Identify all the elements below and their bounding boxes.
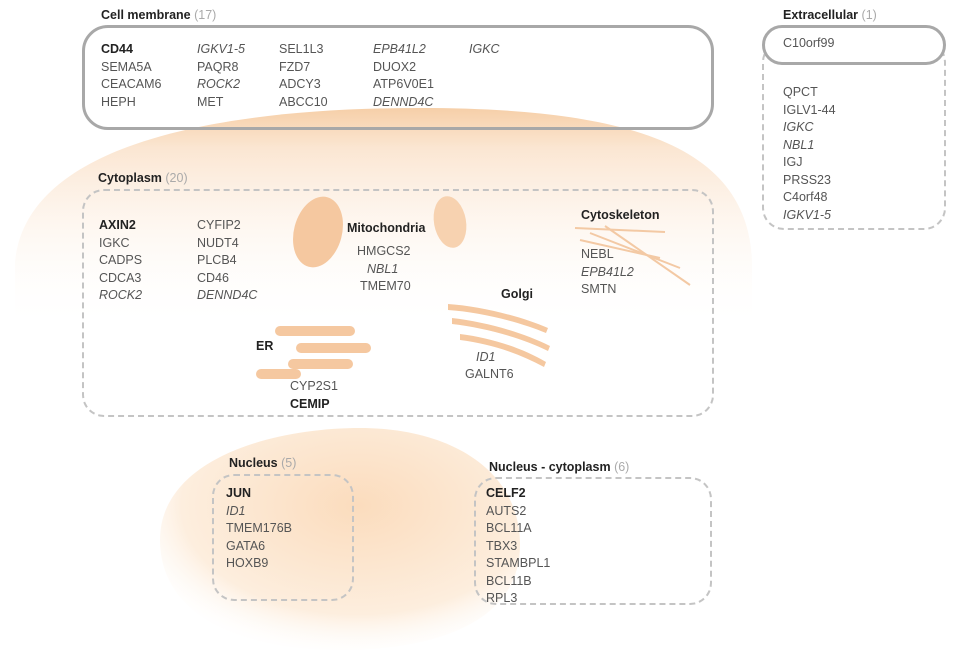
nucleus-cytoplasm-list: CELF2 AUTS2 BCL11A TBX3 STAMBPL1 BCL11B … <box>486 485 550 608</box>
gene-label: SEL1L3 <box>279 42 324 56</box>
gene-label: IGKC <box>469 42 500 56</box>
gene-label: SMTN <box>581 282 617 296</box>
er-list: CYP2S1 CEMIP <box>290 378 338 413</box>
er-title: ER <box>256 339 274 353</box>
extracellular-box <box>762 25 946 65</box>
gene-label: RPL3 <box>486 591 518 605</box>
gene-label: NEBL <box>581 247 614 261</box>
cytoskeleton-list: NEBL EPB41L2 SMTN <box>581 246 634 299</box>
gene-label: GATA6 <box>226 538 266 553</box>
cytoplasm-title: Cytoplasm (20) <box>98 171 188 185</box>
gene-label: CEACAM6 <box>101 77 162 91</box>
nucleus-cytoplasm-box <box>474 477 712 605</box>
gene-label: GALNT6 <box>465 367 514 381</box>
gene-label: QPCT <box>783 85 818 99</box>
gene-label: NBL1 <box>783 137 815 152</box>
gene-label: BCL11A <box>486 521 532 535</box>
gene-label: DENND4C <box>373 94 434 109</box>
golgi-shape <box>448 304 550 367</box>
gene-label: AUTS2 <box>486 503 527 518</box>
gene-label: IGKC <box>99 235 130 250</box>
gene-label: CADPS <box>99 253 143 267</box>
mitochondrion-shape <box>433 196 467 248</box>
gene-label: JUN <box>226 486 252 500</box>
gene-label: ABCC10 <box>279 94 328 109</box>
cytoplasm-column-1: AXIN2 IGKC CADPS CDCA3 ROCK2 <box>99 217 142 305</box>
nucleus-cytoplasm-title: Nucleus - cytoplasm (6) <box>489 460 630 474</box>
golgi-list: ID1 <box>476 349 495 367</box>
gene-label: ATP6V0E1 <box>373 77 434 91</box>
cell-membrane-title: Cell membrane (17) <box>101 8 217 22</box>
gene-label: CD44 <box>101 42 133 56</box>
extracellular-title: Extracellular (1) <box>783 8 877 22</box>
gene-label: TMEM176B <box>226 521 292 535</box>
gene-label: TBX3 <box>486 538 518 553</box>
gene-label: AXIN2 <box>99 218 136 232</box>
gene-label: C10orf99 <box>783 36 835 50</box>
gene-label: MET <box>197 94 224 109</box>
gene-label: PLCB4 <box>197 253 237 267</box>
cell-membrane-column-1: CD44 SEMA5A CEACAM6 HEPH <box>101 41 161 111</box>
nucleus-list: JUN ID1 TMEM176B GATA6 HOXB9 <box>226 485 292 573</box>
gene-label: STAMBPL1 <box>486 556 551 570</box>
gene-label: CYFIP2 <box>197 218 241 232</box>
gene-label: C4orf48 <box>783 190 828 204</box>
gene-label: ROCK2 <box>197 77 241 91</box>
nucleus-shape <box>160 428 520 650</box>
gene-label: SEMA5A <box>101 59 152 74</box>
gene-label: IGKV1-5 <box>197 42 245 56</box>
gene-label: CELF2 <box>486 486 526 500</box>
nucleus-title: Nucleus (5) <box>229 456 297 470</box>
golgi-list-2: GALNT6 <box>465 366 514 384</box>
cell-membrane-column-3: SEL1L3 FZD7 ADCY3 ABCC10 <box>279 41 328 111</box>
mitochondria-list: HMGCS2 NBL1 TMEM70 <box>357 243 411 296</box>
gene-label: TMEM70 <box>360 279 411 293</box>
gene-label: BCL11B <box>486 573 532 588</box>
gene-label: DUOX2 <box>373 59 417 74</box>
gene-label: CEMIP <box>290 396 330 411</box>
cytoskeleton-title: Cytoskeleton <box>581 208 660 222</box>
cytoplasm-column-2: CYFIP2 NUDT4 PLCB4 CD46 DENND4C <box>197 217 257 305</box>
mitochondria-title: Mitochondria <box>347 221 426 235</box>
gene-label: ADCY3 <box>279 77 321 91</box>
cell-membrane-box <box>82 25 714 130</box>
gene-label: IGKC <box>783 120 814 134</box>
gene-label: HEPH <box>101 94 136 109</box>
cytoplasm-box <box>82 189 714 417</box>
mitochondrion-shape <box>293 196 343 268</box>
cell-body-shape <box>15 108 752 330</box>
gene-label: FZD7 <box>279 59 311 74</box>
gene-label: NBL1 <box>367 261 399 276</box>
gene-label: CD46 <box>197 270 229 285</box>
gene-label: IGLV1-44 <box>783 102 836 117</box>
gene-label: PRSS23 <box>783 172 831 187</box>
gene-label: IGKV1-5 <box>783 207 831 222</box>
gene-label: IGJ <box>783 155 803 169</box>
gene-label: PAQR8 <box>197 59 239 74</box>
gene-label: HOXB9 <box>226 556 269 570</box>
cell-membrane-column-2: IGKV1-5 PAQR8 ROCK2 MET <box>197 41 245 111</box>
gene-label: ID1 <box>476 350 496 364</box>
gene-label: CYP2S1 <box>290 379 338 393</box>
er-shape <box>256 326 371 379</box>
gene-label: EPB41L2 <box>581 264 634 279</box>
gene-label: ROCK2 <box>99 288 143 302</box>
nucleus-box <box>212 474 354 601</box>
gene-label: EPB41L2 <box>373 42 426 56</box>
gene-label: DENND4C <box>197 288 258 302</box>
gene-label: NUDT4 <box>197 235 239 250</box>
extracellular-list: QPCT IGLV1-44 IGKC NBL1 IGJ PRSS23 C4orf… <box>783 84 836 224</box>
extracellular-main: C10orf99 <box>783 35 834 53</box>
gene-label: CDCA3 <box>99 270 142 285</box>
gene-label: HMGCS2 <box>357 244 411 258</box>
gene-label: ID1 <box>226 503 246 518</box>
golgi-title: Golgi <box>501 287 533 301</box>
cytoskeleton-shape <box>574 225 691 286</box>
cell-membrane-column-4: EPB41L2 DUOX2 ATP6V0E1 DENND4C <box>373 41 434 111</box>
cell-membrane-column-5: IGKC <box>469 41 500 59</box>
